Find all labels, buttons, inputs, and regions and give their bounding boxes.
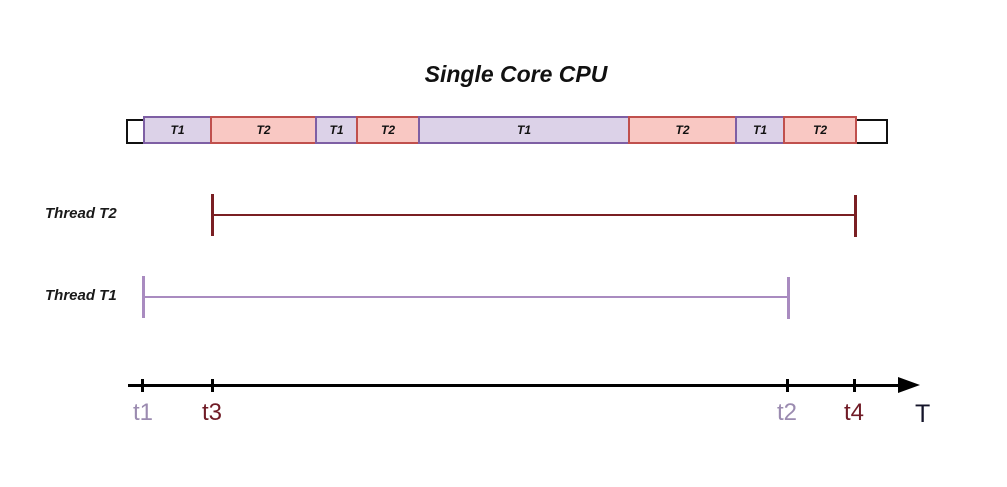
time-axis-arrowhead-icon [898,377,920,393]
axis-label-t1: t1 [133,399,154,426]
time-axis-line [128,384,903,387]
cpu-segment-t1: T1 [735,116,785,144]
axis-label-time: T [915,400,931,428]
thread-t1-lifetime-line [143,296,788,298]
axis-tick-t2 [786,379,789,392]
cpu-segment-t2: T2 [210,116,317,144]
axis-label-t2: t2 [777,399,798,426]
cpu-segment-t2: T2 [783,116,857,144]
thread-t2-lifetime-line [212,214,856,216]
cpu-segment-t1: T1 [315,116,358,144]
thread-t1-label: Thread T1 [45,287,117,304]
thread-t2-label: Thread T2 [45,205,117,222]
cpu-segment-t2: T2 [356,116,420,144]
cpu-segment-t2: T2 [628,116,737,144]
bar-right-end-cap [853,119,888,144]
diagram-title: Single Core CPU [424,61,608,87]
axis-label-t4: t4 [844,399,865,426]
cpu-segment-t1: T1 [418,116,630,144]
thread-t1-end-tick [787,277,790,319]
axis-label-t3: t3 [202,399,223,426]
axis-tick-t4 [853,379,856,392]
cpu-timeline-bar: T1 T2 T1 T2 T1 T2 T1 T2 [143,116,857,144]
cpu-segment-t1: T1 [143,116,212,144]
thread-t2-end-tick [854,195,857,237]
axis-tick-t3 [211,379,214,392]
axis-tick-t1 [141,379,144,392]
